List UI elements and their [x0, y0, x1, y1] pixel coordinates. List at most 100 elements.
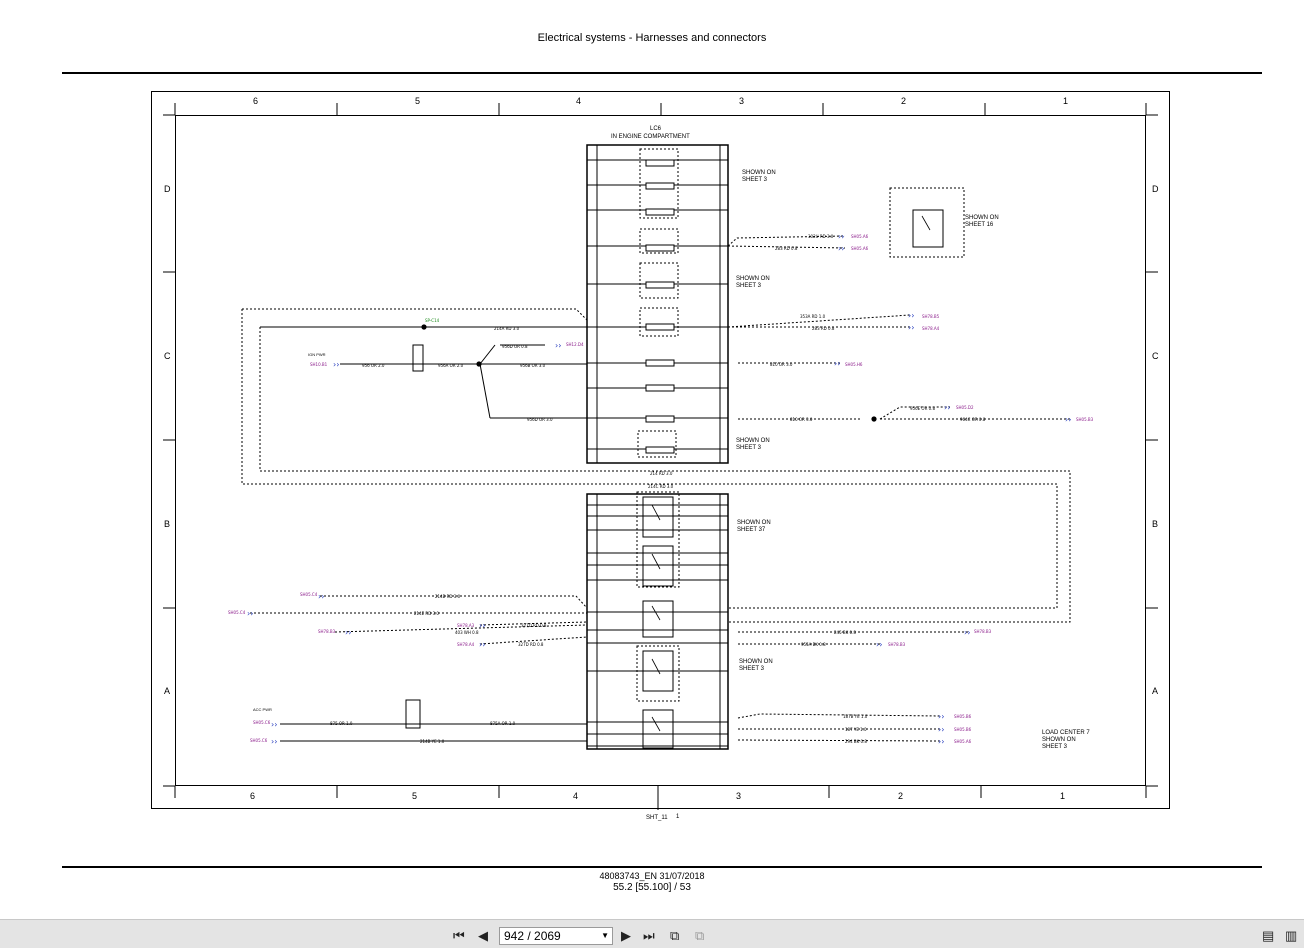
col-label-bottom-6: 6 — [250, 791, 256, 801]
row-label-right-B: B — [1152, 519, 1159, 529]
svg-text:187B YE 1.0: 187B YE 1.0 — [843, 714, 868, 719]
continuous-view-icon[interactable]: ▥ — [1285, 928, 1298, 943]
svg-text:››: ›› — [555, 341, 561, 350]
svg-text:SH05.A6: SH05.A6 — [851, 234, 869, 239]
svg-text:327D RD 0.8: 327D RD 0.8 — [518, 642, 544, 647]
svg-text:SH05.C4: SH05.C4 — [300, 592, 318, 597]
col-label-top-2: 2 — [901, 96, 907, 106]
svg-text:956B OR 3.0: 956B OR 3.0 — [520, 363, 546, 368]
svg-text:SH05.C6: SH05.C6 — [250, 738, 268, 743]
row-label-left-C: C — [164, 351, 171, 361]
footer-page-ref: 55.2 [55.100] / 53 — [613, 882, 691, 893]
back-view-icon[interactable]: ⧉ — [670, 928, 680, 943]
svg-text:SH05.A6: SH05.A6 — [851, 246, 869, 251]
note-shown-on-sheet-16: SHOWN ON SHEET 16 — [965, 215, 999, 228]
note-shown-on-sheet-3-d: SHOWN ON SHEET 3 — [739, 659, 773, 672]
svg-text:SH78.B3: SH78.B3 — [974, 629, 992, 634]
row-label-right-C: C — [1152, 351, 1159, 361]
svg-text:SH78.A4: SH78.A4 — [922, 326, 940, 331]
svg-text:››: ›› — [876, 640, 882, 649]
svg-text:››: ›› — [834, 359, 840, 368]
svg-text:245 BK 0.8: 245 BK 0.8 — [834, 630, 856, 635]
document-title: Electrical systems - Harnesses and conne… — [537, 32, 767, 44]
svg-text:214C RD 3.0: 214C RD 3.0 — [648, 484, 674, 489]
svg-text:››: ›› — [479, 621, 485, 630]
col-label-top-4: 4 — [576, 96, 582, 106]
svg-text:››: ›› — [944, 403, 950, 412]
svg-text:956 OR 2.0: 956 OR 2.0 — [362, 363, 385, 368]
svg-text:››: ›› — [938, 725, 944, 734]
svg-text:››: ›› — [333, 360, 339, 369]
svg-text:››: ›› — [271, 720, 277, 729]
row-label-right-A: A — [1152, 686, 1159, 696]
svg-text:SH05.B6: SH05.B6 — [954, 727, 972, 732]
row-label-right-D: D — [1152, 184, 1159, 194]
svg-text:››: ›› — [838, 232, 844, 241]
svg-text:403 WH 0.8: 403 WH 0.8 — [455, 630, 479, 635]
row-label-left-A: A — [164, 686, 171, 696]
next-page-icon[interactable]: ▶ — [621, 928, 631, 943]
svg-text:SH05.A6: SH05.A6 — [954, 739, 972, 744]
svg-text:››: ›› — [345, 628, 351, 637]
chevron-down-icon: ▼ — [601, 931, 609, 940]
svg-text:››: ›› — [247, 609, 253, 618]
svg-text:SH12.D4: SH12.D4 — [566, 342, 584, 347]
svg-text:SH78.B3: SH78.B3 — [318, 629, 336, 634]
svg-text:SP-C14: SP-C14 — [425, 318, 440, 323]
acc-pwr-label: ACC PWR — [253, 707, 272, 712]
svg-text:SH05.B6: SH05.B6 — [954, 714, 972, 719]
svg-text:283 RD 0.8: 283 RD 0.8 — [812, 326, 835, 331]
note-shown-on-sheet-3-b: SHOWN ON SHEET 3 — [736, 276, 770, 289]
svg-text:955A BK 0.8: 955A BK 0.8 — [801, 642, 826, 647]
svg-text:SH05.H6: SH05.H6 — [845, 362, 863, 367]
svg-text:››: ›› — [838, 244, 844, 253]
viewer-toolbar: ⏮ ◀ ▶ ⏭ ⧉ ⧉ ▤ ▥ — [0, 919, 1304, 948]
page-number-select[interactable]: 942 / 2069 ▼ — [499, 927, 613, 945]
col-label-bottom-5: 5 — [412, 791, 418, 801]
note-load-center-7: LOAD CENTER 7 SHOWN ON SHEET 3 — [1042, 730, 1090, 750]
col-label-bottom-2: 2 — [898, 791, 904, 801]
svg-text:››: ›› — [908, 311, 914, 320]
svg-text:956D OR 3.0: 956D OR 3.0 — [527, 417, 553, 422]
col-label-bottom-4: 4 — [573, 791, 579, 801]
lc6-subtitle: IN ENGINE COMPARTMENT — [611, 134, 690, 140]
svg-text:SH10.B1: SH10.B1 — [310, 362, 328, 367]
top-rule — [62, 72, 1262, 74]
last-page-icon[interactable]: ⏭ — [643, 928, 655, 943]
svg-text:875A OR 1.0: 875A OR 1.0 — [490, 721, 516, 726]
svg-text:SH05.C4: SH05.C4 — [228, 610, 246, 615]
svg-text:214E RD 3.0: 214E RD 3.0 — [414, 611, 439, 616]
prev-page-icon[interactable]: ◀ — [478, 928, 488, 943]
bottom-rule — [62, 866, 1262, 868]
svg-text:SH05.D2: SH05.D2 — [956, 405, 974, 410]
single-page-view-icon[interactable]: ▤ — [1262, 928, 1275, 943]
first-page-icon[interactable]: ⏮ — [453, 928, 465, 943]
footer-doc-id: 48083743_EN 31/07/2018 — [599, 871, 705, 881]
svg-text:327D RD 0.8: 327D RD 0.8 — [521, 623, 547, 628]
col-label-top-5: 5 — [415, 96, 421, 106]
svg-text:SH78.B3: SH78.B3 — [888, 642, 906, 647]
note-shown-on-sheet-3-c: SHOWN ON SHEET 3 — [736, 438, 770, 451]
svg-text:SH78.B5: SH78.B5 — [922, 314, 940, 319]
col-label-top-1: 1 — [1063, 96, 1069, 106]
svg-text:››: ›› — [318, 592, 324, 601]
svg-text:››: ›› — [964, 628, 970, 637]
note-shown-on-sheet-37: SHOWN ON SHEET 37 — [737, 520, 771, 533]
forward-view-icon[interactable]: ⧉ — [695, 928, 705, 943]
svg-text:SH78.A3: SH78.A3 — [457, 623, 475, 628]
svg-text:283 RD 0.8: 283 RD 0.8 — [775, 246, 798, 251]
svg-text:956E OR 0.8: 956E OR 0.8 — [910, 406, 935, 411]
svg-text:353A RD 1.0: 353A RD 1.0 — [800, 314, 826, 319]
svg-text:214 RD 3.0: 214 RD 3.0 — [650, 471, 673, 476]
svg-text:956A OR 2.0: 956A OR 2.0 — [438, 363, 464, 368]
svg-text:››: ›› — [1065, 415, 1071, 424]
svg-text:810 OR 3.0: 810 OR 3.0 — [770, 362, 793, 367]
svg-text:187 YE 1.0: 187 YE 1.0 — [845, 727, 867, 732]
row-label-left-D: D — [164, 184, 171, 194]
svg-text:214B RD 3.0: 214B RD 3.0 — [435, 594, 461, 599]
svg-text:956D OR 0.8: 956D OR 0.8 — [502, 344, 528, 349]
svg-text:875 OR 1.0: 875 OR 1.0 — [330, 721, 353, 726]
svg-text:››: ›› — [938, 712, 944, 721]
col-label-bottom-3: 3 — [736, 791, 742, 801]
